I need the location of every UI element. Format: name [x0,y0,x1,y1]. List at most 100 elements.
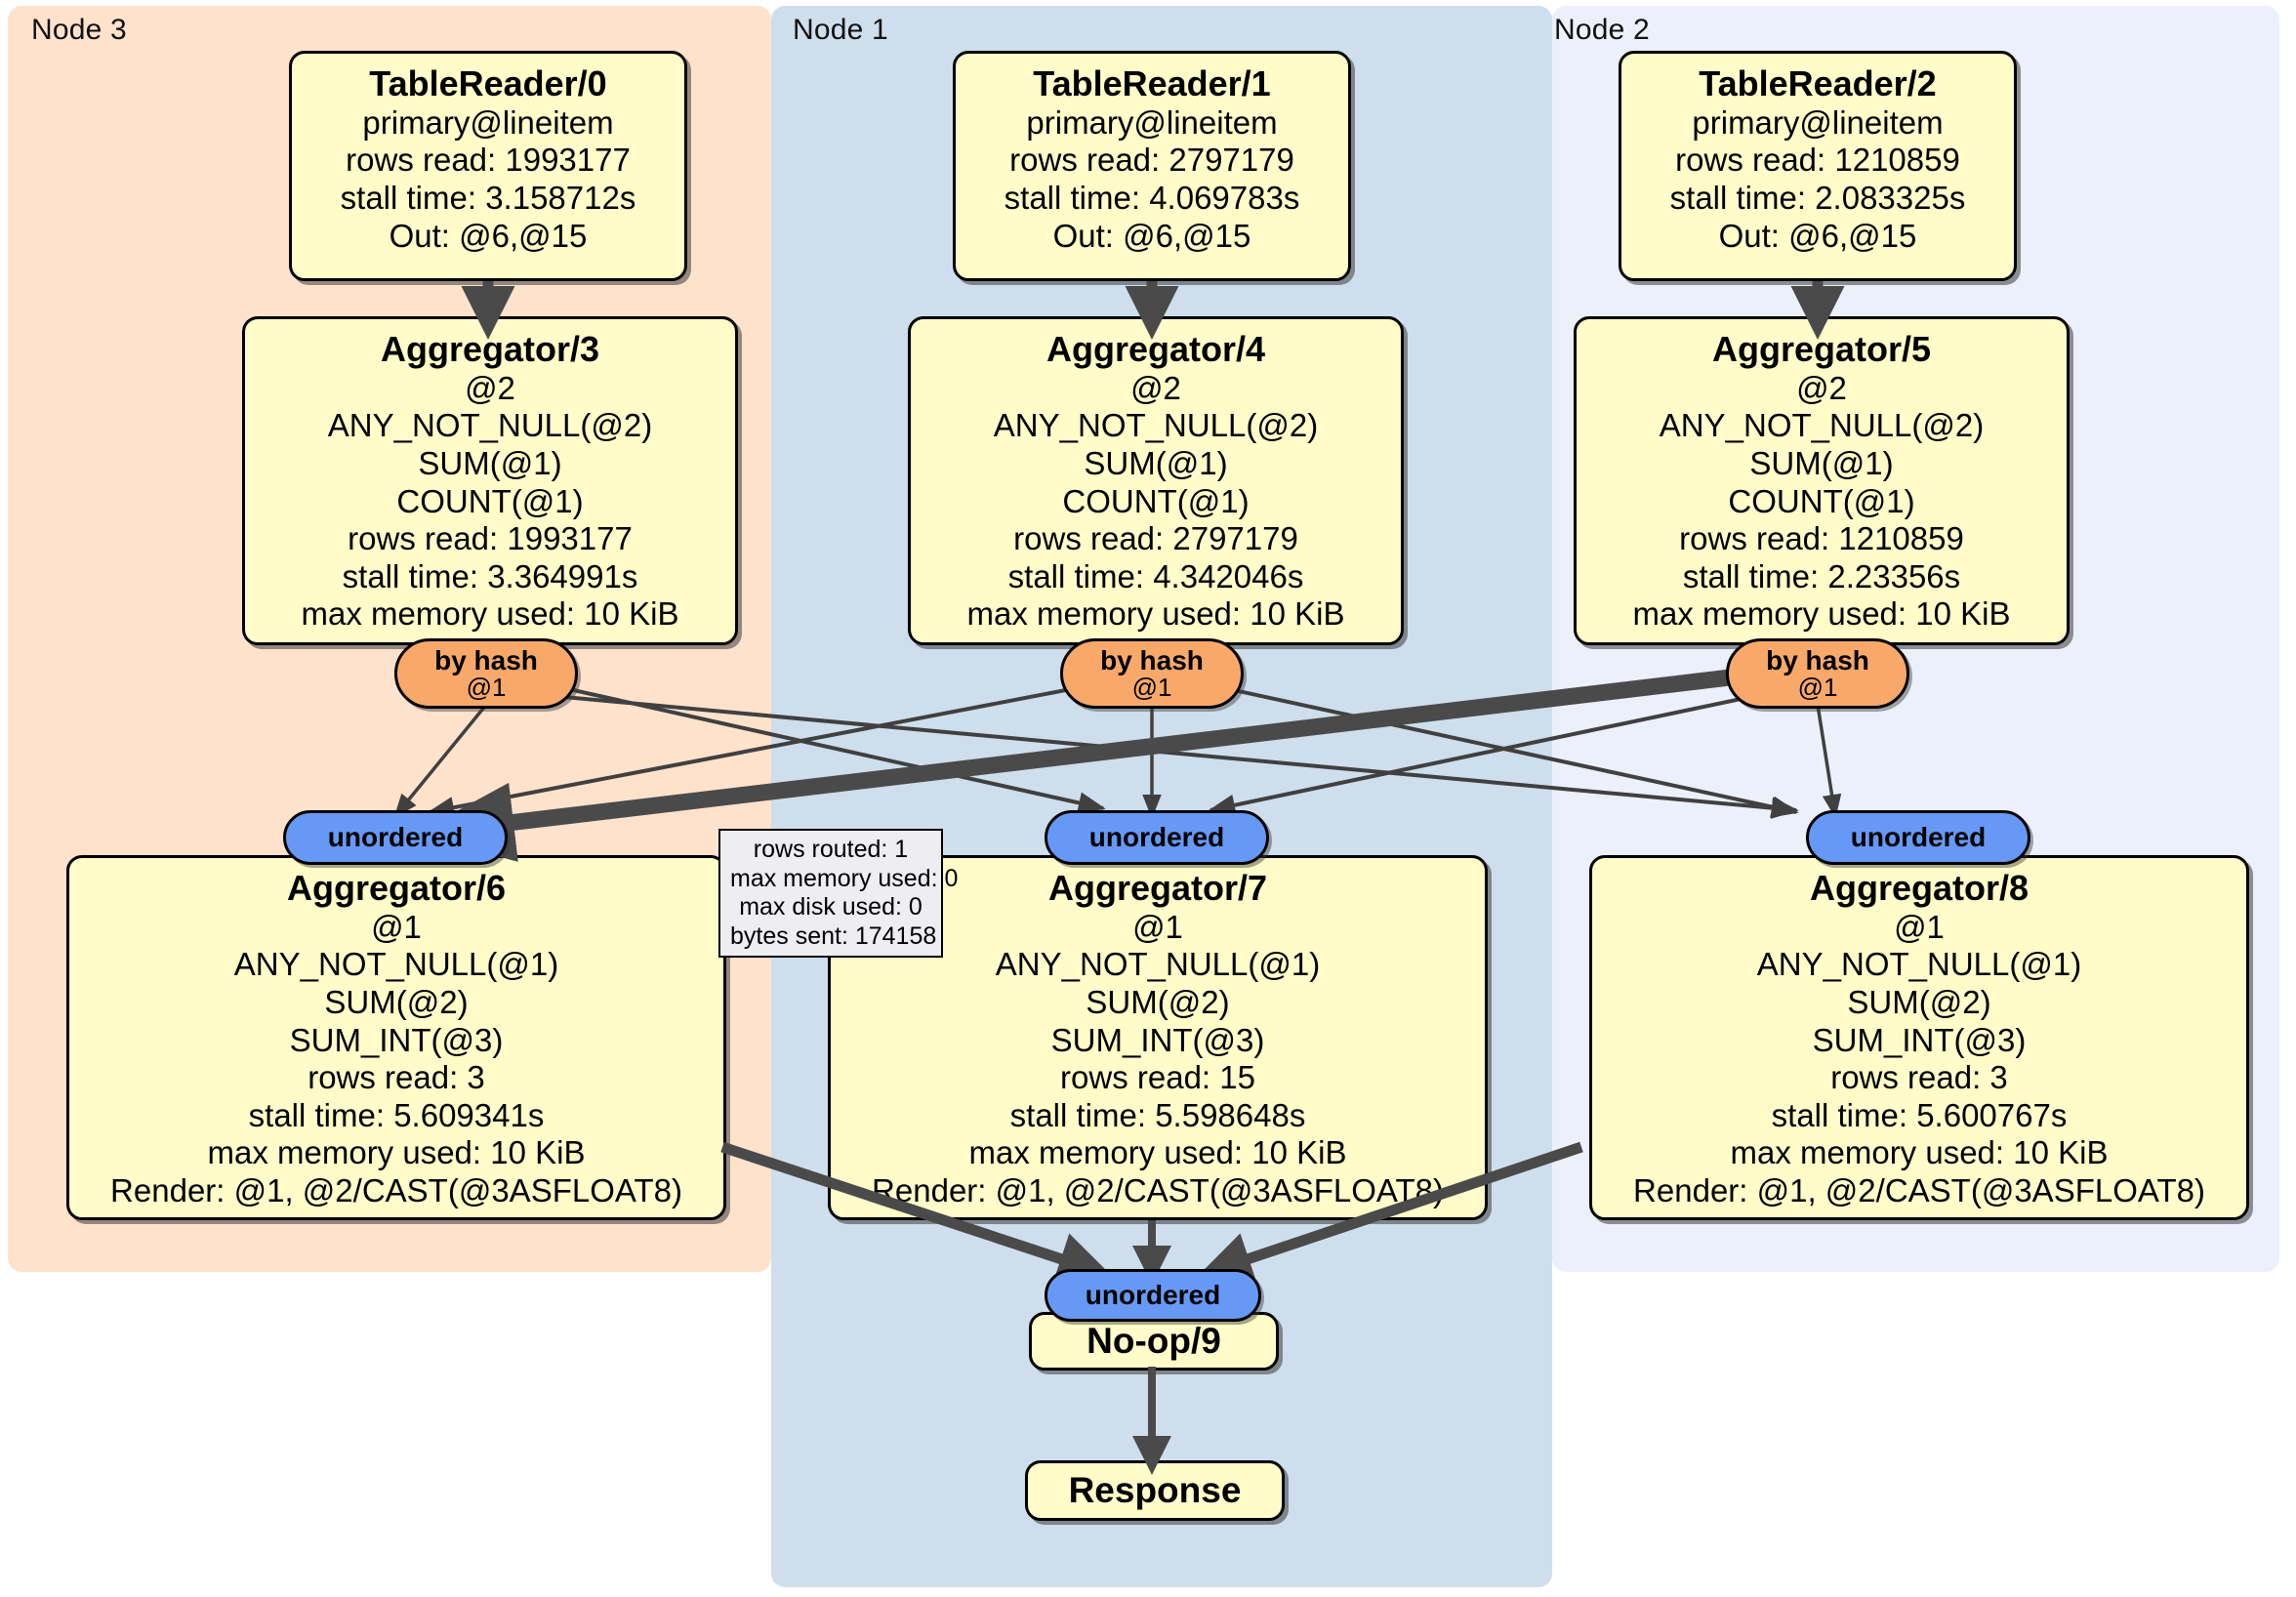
operator-line: rows read: 15 [1060,1059,1255,1096]
cluster-label-node3: Node 3 [31,14,127,46]
operator-title: Response [1068,1469,1242,1510]
operator-line: SUM(@1) [418,444,562,481]
cluster-label-node1: Node 1 [793,14,888,46]
operator-aggregator-3[interactable]: Aggregator/3 @2 ANY_NOT_NULL(@2) SUM(@1)… [242,316,738,645]
operator-line: max memory used: 10 KiB [966,595,1345,633]
operator-line: stall time: 5.598648s [1009,1096,1306,1133]
operator-line: COUNT(@1) [1728,482,1915,519]
operator-line: rows read: 1993177 [348,520,633,557]
operator-line: Out: @6,@15 [1718,217,1917,254]
operator-line: @2 [1796,369,1847,406]
stats-line: rows routed: 1 [753,836,909,863]
router-sublabel: @1 [466,673,507,703]
router-by-hash-mid[interactable]: by hash @1 [1060,638,1244,709]
router-sublabel: @1 [1131,673,1172,703]
operator-tablereader-0[interactable]: TableReader/0 primary@lineitem rows read… [289,51,687,281]
router-unordered-right[interactable]: unordered [1806,810,2030,865]
router-by-hash-right[interactable]: by hash @1 [1726,638,1909,709]
operator-line: @2 [465,369,515,406]
operator-line: primary@lineitem [1692,103,1944,141]
operator-line: ANY_NOT_NULL(@1) [1756,946,2082,983]
operator-response[interactable]: Response [1025,1460,1285,1521]
operator-line: ANY_NOT_NULL(@1) [995,946,1321,983]
operator-line: SUM_INT(@3) [289,1021,504,1058]
operator-line: max memory used: 10 KiB [207,1134,586,1171]
operator-line: stall time: 5.609341s [248,1096,545,1133]
operator-line: rows read: 1210859 [1675,142,1960,179]
operator-line: rows read: 2797179 [1009,142,1294,179]
operator-line: ANY_NOT_NULL(@2) [993,407,1319,444]
operator-line: rows read: 2797179 [1013,520,1298,557]
operator-aggregator-6[interactable]: Aggregator/6 @1 ANY_NOT_NULL(@1) SUM(@2)… [66,855,726,1220]
operator-title: TableReader/0 [369,63,607,103]
operator-line: @1 [371,908,422,945]
operator-line: rows read: 3 [308,1059,485,1096]
operator-line: SUM_INT(@3) [1812,1021,2027,1058]
router-unordered-mid[interactable]: unordered [1045,810,1269,865]
operator-line: primary@lineitem [1026,103,1278,141]
operator-title: No-op/9 [1086,1320,1221,1361]
operator-line: ANY_NOT_NULL(@1) [233,946,559,983]
operator-line: COUNT(@1) [1062,482,1250,519]
operator-line: SUM(@1) [1084,444,1228,481]
operator-line: stall time: 3.158712s [340,179,636,216]
operator-title: TableReader/1 [1033,63,1271,103]
operator-line: ANY_NOT_NULL(@2) [1659,407,1985,444]
operator-line: SUM(@2) [1086,983,1230,1020]
router-label: unordered [1088,822,1225,853]
operator-line: max memory used: 10 KiB [1730,1134,2109,1171]
stats-line: max memory used: 0 [730,864,959,892]
operator-line: rows read: 1993177 [346,142,631,179]
router-unordered-left[interactable]: unordered [283,810,508,865]
operator-line: max memory used: 10 KiB [1632,595,2011,633]
operator-line: SUM_INT(@3) [1050,1021,1265,1058]
operator-line: rows read: 1210859 [1679,520,1964,557]
router-unordered-final[interactable]: unordered [1045,1269,1261,1322]
router-by-hash-left[interactable]: by hash @1 [394,638,578,709]
operator-line: Out: @6,@15 [389,217,588,254]
operator-title: TableReader/2 [1699,63,1937,103]
operator-line: stall time: 2.083325s [1669,179,1966,216]
operator-line: stall time: 4.342046s [1007,557,1304,594]
operator-line: Out: @6,@15 [1052,217,1251,254]
router-label: unordered [327,822,464,853]
operator-aggregator-8[interactable]: Aggregator/8 @1 ANY_NOT_NULL(@1) SUM(@2)… [1589,855,2249,1220]
stats-line: bytes sent: 174158 [730,921,937,950]
operator-title: Aggregator/4 [1046,329,1266,369]
router-sublabel: @1 [1797,673,1838,703]
operator-title: Aggregator/5 [1711,329,1932,369]
operator-line: max memory used: 10 KiB [301,595,679,633]
operator-line: Render: @1, @2/CAST(@3ASFLOAT8) [872,1172,1444,1209]
operator-line: @1 [1894,908,1945,945]
operator-line: primary@lineitem [362,103,614,141]
operator-line: rows read: 3 [1830,1059,2008,1096]
router-label: by hash [1100,644,1204,676]
router-stats-tooltip: rows routed: 1 max memory used: 0 max di… [718,829,959,958]
operator-line: stall time: 4.069783s [1004,179,1300,216]
operator-title: Aggregator/3 [380,329,600,369]
operator-line: Render: @1, @2/CAST(@3ASFLOAT8) [110,1172,682,1209]
cluster-label-node2: Node 2 [1554,14,1650,46]
operator-line: @1 [1132,908,1183,945]
router-label: by hash [434,644,538,676]
operator-title: Aggregator/6 [286,868,507,908]
operator-aggregator-4[interactable]: Aggregator/4 @2 ANY_NOT_NULL(@2) SUM(@1)… [908,316,1404,645]
operator-line: SUM(@1) [1749,444,1894,481]
operator-tablereader-2[interactable]: TableReader/2 primary@lineitem rows read… [1619,51,2017,281]
operator-line: max memory used: 10 KiB [968,1134,1347,1171]
router-label: by hash [1766,644,1869,676]
operator-title: Aggregator/8 [1809,868,2030,908]
operator-line: stall time: 3.364991s [342,557,638,594]
operator-aggregator-5[interactable]: Aggregator/5 @2 ANY_NOT_NULL(@2) SUM(@1)… [1574,316,2070,645]
operator-line: @2 [1130,369,1181,406]
operator-tablereader-1[interactable]: TableReader/1 primary@lineitem rows read… [953,51,1351,281]
stats-line: max disk used: 0 [739,893,922,921]
operator-line: stall time: 5.600767s [1771,1096,2068,1133]
operator-line: ANY_NOT_NULL(@2) [327,407,653,444]
router-label: unordered [1085,1280,1221,1311]
operator-line: SUM(@2) [1847,983,1991,1020]
operator-line: stall time: 2.23356s [1682,557,1961,594]
operator-line: SUM(@2) [324,983,469,1020]
operator-line: Render: @1, @2/CAST(@3ASFLOAT8) [1633,1172,2205,1209]
